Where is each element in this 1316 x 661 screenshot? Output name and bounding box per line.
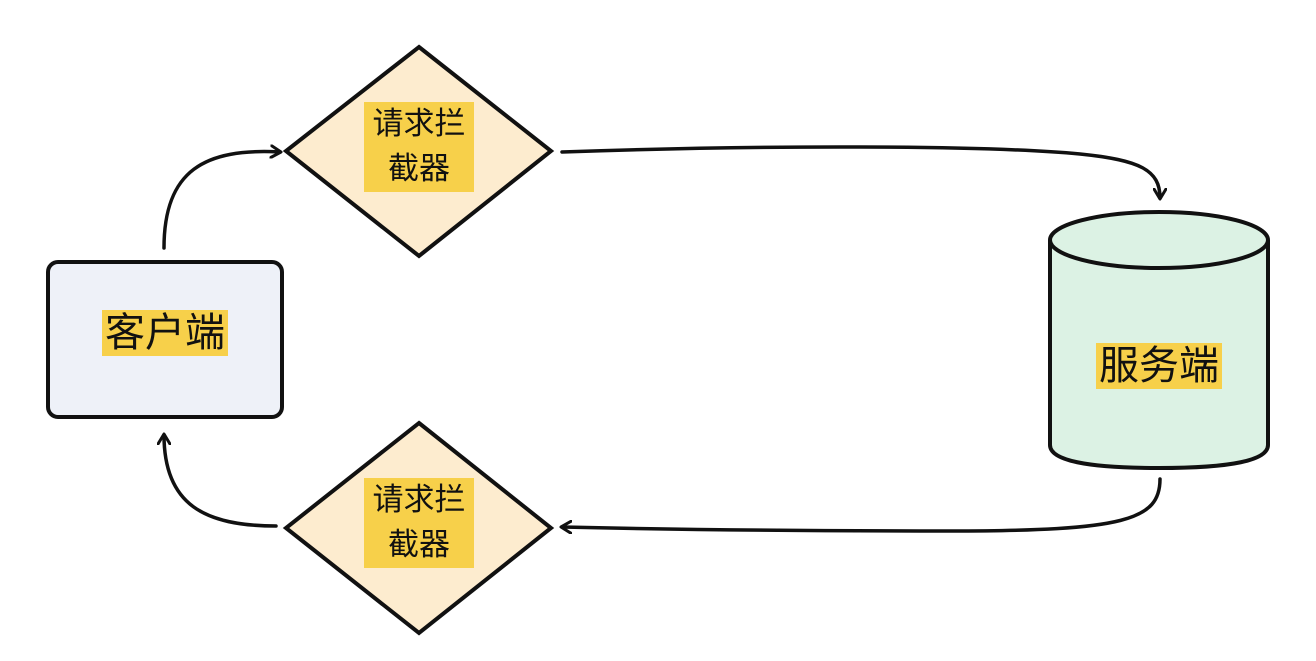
server-to-bottom-interceptor-arrow — [562, 477, 1162, 531]
client-label: 客户端 — [48, 304, 282, 362]
bottom-interceptor-label-line-1: 请求拦 — [364, 478, 474, 523]
top-interceptor-label-line-2: 截器 — [364, 146, 474, 192]
bottom-interceptor-text-line-1: 请求拦 — [369, 478, 469, 523]
top-interceptor-label-line-1: 请求拦 — [364, 102, 474, 147]
client-to-top-interceptor-arrow — [162, 152, 280, 250]
bottom-interceptor-label-line-2: 截器 — [364, 522, 474, 568]
top-interceptor-label: 请求拦 截器 — [364, 102, 474, 192]
server-label-text: 服务端 — [1096, 343, 1222, 389]
top-interceptor-to-server-arrow — [560, 145, 1160, 198]
bottom-interceptor-to-client-arrow — [164, 435, 278, 528]
bottom-interceptor-label: 请求拦 截器 — [364, 478, 474, 568]
top-interceptor-text-line-2: 截器 — [385, 146, 453, 192]
top-interceptor-text-line-1: 请求拦 — [369, 102, 469, 147]
client-label-text: 客户端 — [102, 310, 228, 356]
bottom-interceptor-text-line-2: 截器 — [385, 522, 453, 568]
server-label: 服务端 — [1050, 337, 1268, 395]
